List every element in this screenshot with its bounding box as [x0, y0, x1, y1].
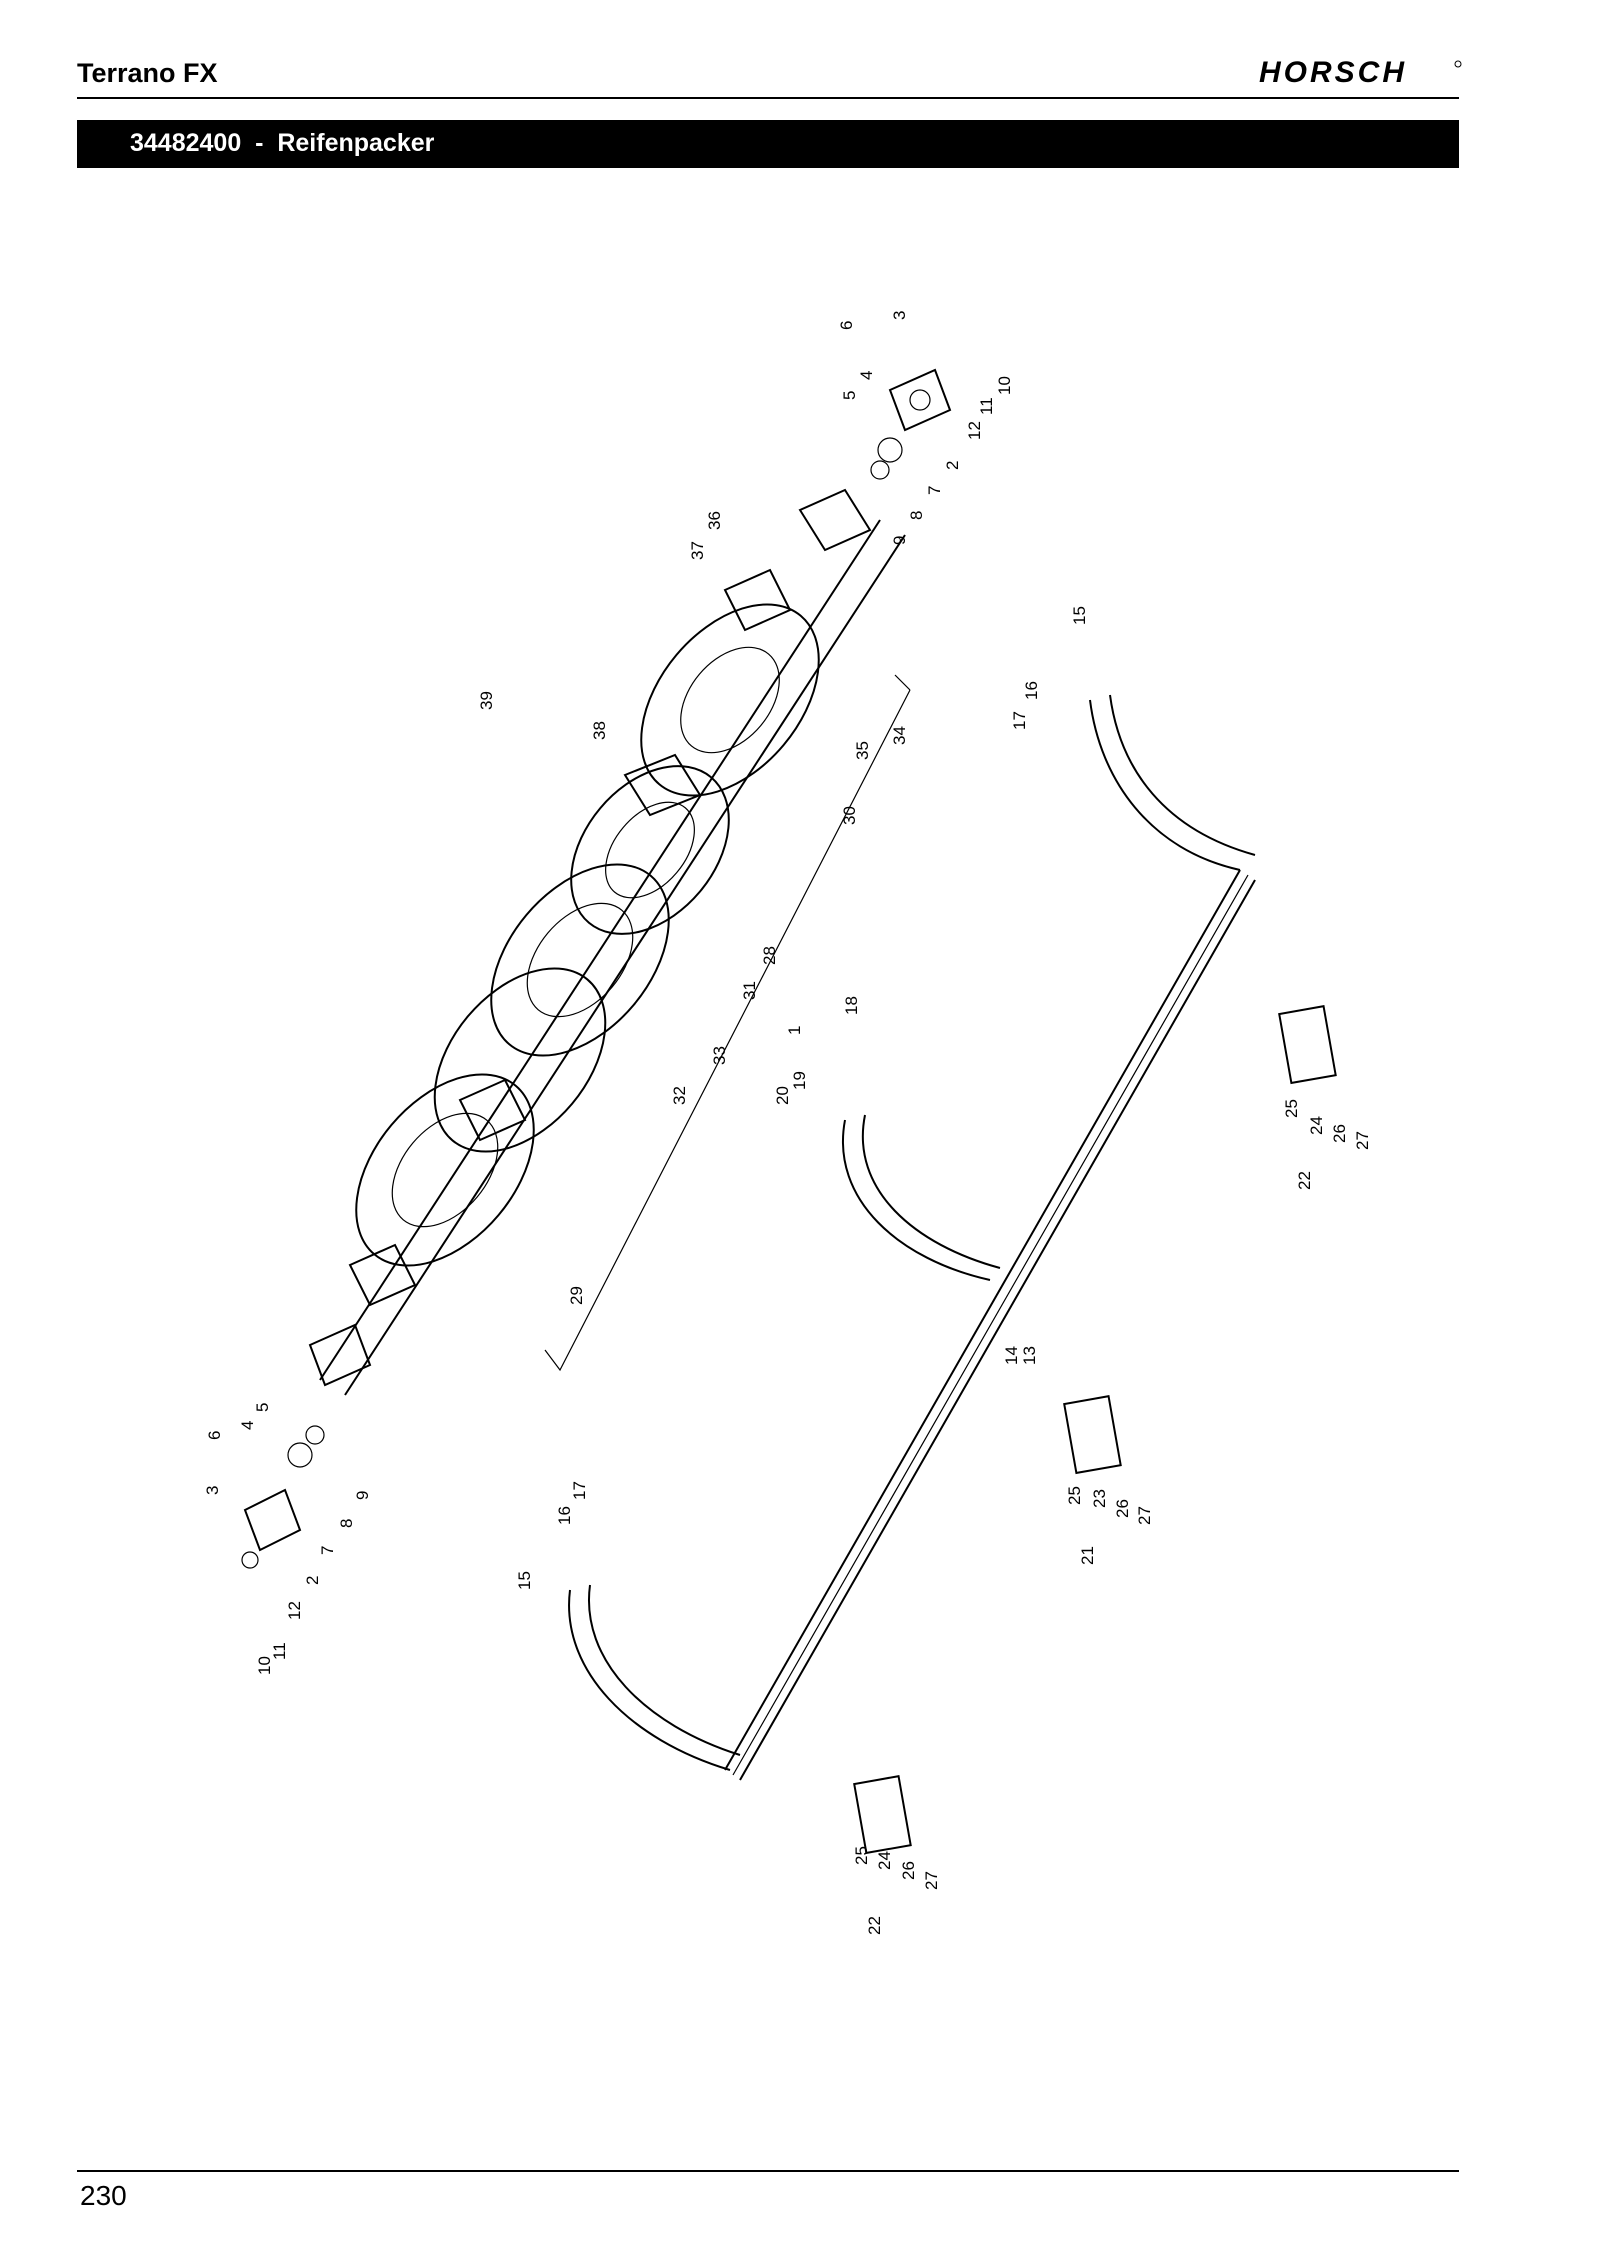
page-number: 230 [80, 2180, 127, 2211]
callout-3: 3 [203, 1486, 222, 1495]
footer-rule [77, 2170, 1459, 2172]
callout-9: 9 [890, 536, 909, 545]
callout-12: 12 [285, 1601, 304, 1620]
callouts-scraper-bottom: 25 24 26 27 22 [852, 1846, 941, 1935]
callout-8: 8 [907, 511, 926, 520]
callout-4: 4 [238, 1421, 257, 1430]
callout-7: 7 [925, 486, 944, 495]
callout-16: 16 [555, 1506, 574, 1525]
callout-26: 26 [1330, 1124, 1349, 1143]
callout-37: 37 [688, 541, 707, 560]
callout-24: 24 [875, 1851, 894, 1870]
callout-17: 17 [1010, 711, 1029, 730]
callout-32: 32 [670, 1086, 689, 1105]
callout-29: 29 [567, 1286, 586, 1305]
callout-19: 19 [790, 1071, 809, 1090]
callout-27: 27 [1135, 1506, 1154, 1525]
callout-6: 6 [837, 321, 856, 330]
callout-34: 34 [890, 726, 909, 745]
callout-38: 38 [590, 721, 609, 740]
document-title: Terrano FX [77, 58, 218, 88]
callout-15: 15 [1070, 606, 1089, 625]
callout-35: 35 [853, 741, 872, 760]
callout-2: 2 [303, 1576, 322, 1585]
callout-6: 6 [205, 1431, 224, 1440]
callout-25: 25 [852, 1846, 871, 1865]
callouts-scraper-right: 25 24 26 27 22 [1282, 1099, 1372, 1190]
horsch-logo: HORSCH [1259, 56, 1462, 89]
callouts-lower-bearing: 6 3 4 5 10 11 12 2 7 8 9 15 16 17 [203, 1403, 589, 1675]
callout-2: 2 [943, 461, 962, 470]
callout-26: 26 [1113, 1499, 1132, 1518]
callout-1: 1 [785, 1026, 804, 1035]
callout-26: 26 [899, 1861, 918, 1880]
brand-wordmark: HORSCH [1259, 56, 1407, 89]
callout-25: 25 [1065, 1486, 1084, 1505]
callout-31: 31 [740, 981, 759, 1000]
roller-assembly [241, 368, 952, 1569]
callout-8: 8 [337, 1519, 356, 1528]
callout-15: 15 [515, 1571, 534, 1590]
callouts-axle: 36 37 39 38 35 34 30 28 31 1 33 32 29 [477, 511, 909, 1305]
callout-24: 24 [1307, 1116, 1326, 1135]
header-rule [77, 97, 1459, 99]
scraper-blades [853, 1005, 1337, 1855]
callout-22: 22 [1295, 1171, 1314, 1190]
callout-7: 7 [318, 1546, 337, 1555]
callout-27: 27 [922, 1871, 941, 1890]
callout-20: 20 [773, 1086, 792, 1105]
callouts-scraper-middle: 25 23 26 27 21 [1065, 1486, 1154, 1565]
callout-14: 14 [1002, 1346, 1021, 1365]
callout-4: 4 [857, 371, 876, 380]
callout-36: 36 [705, 511, 724, 530]
callout-39: 39 [477, 691, 496, 710]
callout-10: 10 [995, 376, 1014, 395]
callout-3: 3 [890, 311, 909, 320]
callout-30: 30 [840, 806, 859, 825]
callouts-frame: 15 16 17 18 19 20 14 13 [773, 606, 1089, 1365]
callout-13: 13 [1020, 1346, 1039, 1365]
callout-22: 22 [865, 1916, 884, 1935]
callout-11: 11 [977, 397, 996, 415]
callout-27: 27 [1353, 1131, 1372, 1150]
callout-17: 17 [570, 1481, 589, 1500]
callout-5: 5 [840, 391, 859, 400]
callout-18: 18 [842, 996, 861, 1015]
registered-mark [1454, 60, 1462, 68]
callout-10: 10 [255, 1656, 274, 1675]
callout-5: 5 [253, 1403, 272, 1412]
callout-25: 25 [1282, 1099, 1301, 1118]
callout-21: 21 [1078, 1546, 1097, 1565]
section-bar [77, 120, 1459, 168]
callout-12: 12 [965, 421, 984, 440]
callout-23: 23 [1090, 1489, 1109, 1508]
callout-33: 33 [710, 1046, 729, 1065]
callout-9: 9 [353, 1491, 372, 1500]
callout-16: 16 [1022, 681, 1041, 700]
scraper-frame [568, 694, 1256, 1781]
callouts-upper-bearing: 6 3 5 4 10 11 12 2 7 8 9 [837, 311, 1014, 545]
callout-28: 28 [760, 946, 779, 965]
callout-11: 11 [270, 1642, 289, 1660]
section-title: 34482400 - Reifenpacker [130, 129, 435, 157]
